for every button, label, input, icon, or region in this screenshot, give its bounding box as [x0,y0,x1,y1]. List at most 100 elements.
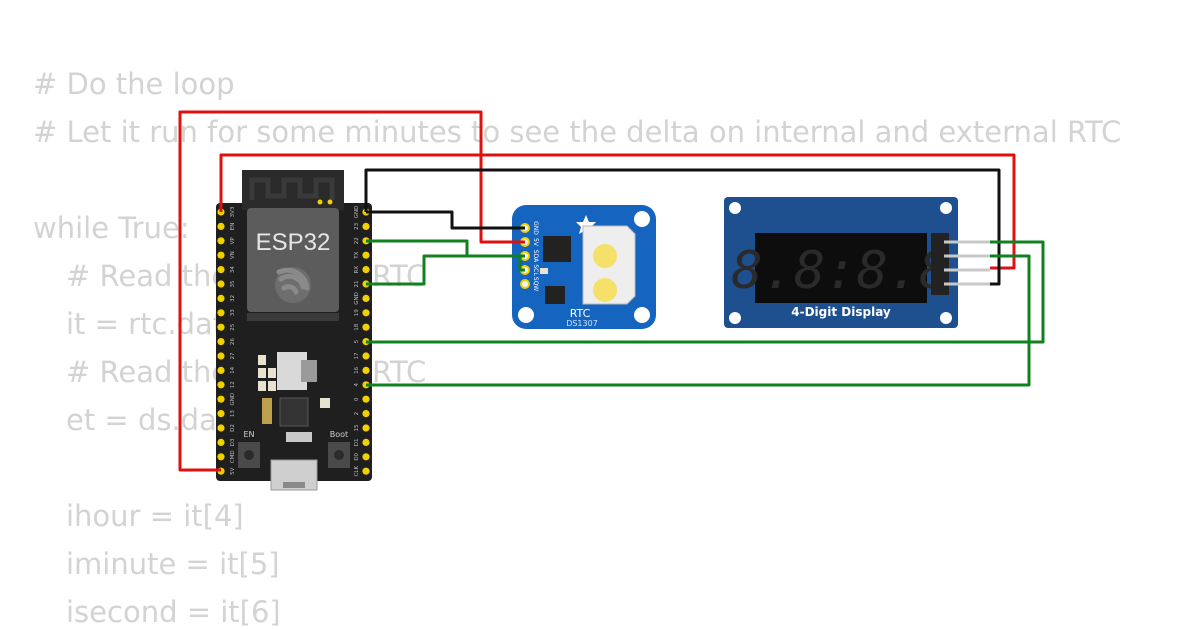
pin-label: 16 [354,366,360,373]
wire-gpio21-to-rtc-scl[interactable] [366,254,525,286]
segment-digits: 8.8:8.8 [731,241,950,301]
code-line: iminute = it[5] [66,547,280,581]
code-line: et = ds.dat [66,403,229,437]
pin-label: 13 [230,410,236,417]
pin-34[interactable] [217,266,225,274]
pin-label: 19 [354,309,360,316]
wire-5v-to-rtc-vcc[interactable] [178,110,525,472]
pin-label: D2 [230,424,236,432]
wire-gnd-to-rtc-gnd[interactable] [366,210,525,230]
pin-gnd[interactable] [217,395,225,403]
pin-label: 0 [354,397,360,401]
pin-label: VP [230,237,236,245]
wire-gnd-to-display-gnd[interactable] [364,168,1001,286]
pin-label: 25 [230,323,236,330]
pin-label: D3 [230,438,236,446]
pin-label: 23 [354,222,360,229]
code-line: while True: [33,211,190,245]
pin-vn[interactable] [217,251,225,259]
pin-d3[interactable] [217,438,225,446]
pin-label: 34 [230,266,236,273]
pin-12[interactable] [217,381,225,389]
pin-label: GND [354,206,360,219]
usb-uart-chip [279,397,309,427]
rtc-pin-label: SDA [532,250,539,263]
pin-clk[interactable] [362,467,370,475]
pin-13[interactable] [217,410,225,418]
pin-label: 32 [230,295,236,302]
pin-label: 14 [230,366,236,373]
pin-32[interactable] [217,294,225,302]
code-line: # Do the loop [33,67,235,101]
pin-27[interactable] [217,352,225,360]
pin-15[interactable] [362,424,370,432]
espressif-logo-icon [275,267,311,303]
pin-label: 22 [354,237,360,244]
pin-17[interactable] [362,352,370,360]
ds1307-chip [543,236,571,262]
pin-d1[interactable] [362,438,370,446]
pin-gnd[interactable] [362,294,370,302]
pin-label: CMD [230,450,236,463]
four-digit-display[interactable]: 8.8:8.8 4-Digit Display [724,197,990,328]
pin-label: 5V [230,467,236,474]
pin-label: D0 [354,452,360,460]
code-line: it = rtc.dat [66,307,225,341]
esp32-board[interactable]: ESP32 EN Boot 3V3ENVPVN34353233252627141… [216,170,372,491]
pin-19[interactable] [362,309,370,317]
antenna-trace-icon [249,177,335,200]
pin-18[interactable] [362,323,370,331]
pin-label: TX [354,251,360,259]
wire-gpio5-to-display-clk[interactable] [366,240,1045,344]
pin-35[interactable] [217,280,225,288]
svg-text:Boot: Boot [330,430,348,439]
pin-cmd[interactable] [217,453,225,461]
pin-33[interactable] [217,309,225,317]
pin-26[interactable] [217,338,225,346]
wire-gpio4-to-display-dio[interactable] [366,254,1031,387]
code-line: # Let it run for some minutes to see the… [33,115,1122,149]
wire-3v3-to-display-vcc[interactable] [219,153,1016,270]
pin-0[interactable] [362,395,370,403]
pin-label: 27 [230,352,236,359]
pin-en[interactable] [217,222,225,230]
pin-label: 26 [230,338,236,345]
rtc-pin-label: 5V [532,238,539,247]
pin-label: 4 [354,383,360,387]
pin-label: 17 [354,352,360,359]
pin-label: GND [230,393,236,406]
esp32-shield [247,208,339,312]
pin-rx[interactable] [362,266,370,274]
pin-label: 33 [230,309,236,316]
pin-label: 2 [354,412,360,416]
code-line-suffix: RTC [372,259,427,293]
pin-vp[interactable] [217,237,225,245]
esp32-antenna-area [242,170,344,210]
esp32-label: ESP32 [256,229,331,256]
pin-16[interactable] [362,366,370,374]
pin-label: EN [230,223,236,231]
pin-25[interactable] [217,323,225,331]
pin-2[interactable] [362,410,370,418]
seven-segment-screen [755,233,927,303]
svg-text:EN: EN [243,430,254,439]
rtc-chip-label: DS1307 [566,319,598,328]
pin-label: 21 [354,281,360,288]
pin-label: D1 [354,439,360,447]
pin-label: 3V3 [230,206,236,217]
pin-label: RX [354,266,360,274]
pin-tx[interactable] [362,251,370,259]
rtc-label: RTC [570,307,591,320]
pin-label: 18 [354,323,360,330]
pin-14[interactable] [217,366,225,374]
pin-d2[interactable] [217,424,225,432]
pin-d0[interactable] [362,453,370,461]
pin-label: CLK [354,466,360,477]
pin-label: 12 [230,381,236,388]
code-line: ihour = it[4] [66,499,244,533]
pin-label: 5 [354,339,360,343]
rtc-pin-sqw[interactable] [520,279,530,289]
pin-23[interactable] [362,222,370,230]
